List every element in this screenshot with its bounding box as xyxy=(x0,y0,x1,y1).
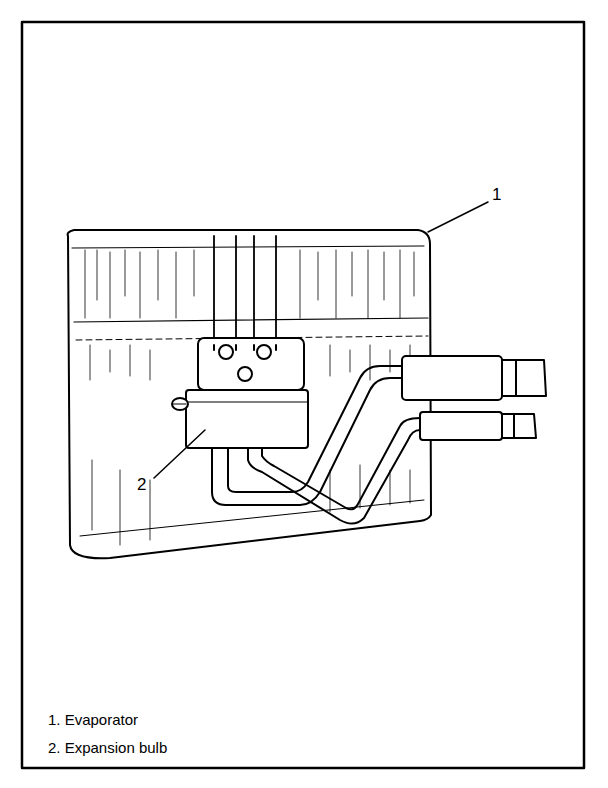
parts-key-entry: 1. Evaporator xyxy=(48,712,138,729)
leader-line xyxy=(428,202,488,232)
evaporator-core xyxy=(68,230,431,558)
leader-line xyxy=(154,430,205,478)
parts-key-entry: 2. Expansion bulb xyxy=(48,740,167,757)
callout-number: 1 xyxy=(492,186,501,205)
frame xyxy=(22,22,584,768)
expansion-bulb xyxy=(186,390,308,448)
expansion-valve xyxy=(198,338,304,390)
callout-number: 2 xyxy=(137,476,146,495)
